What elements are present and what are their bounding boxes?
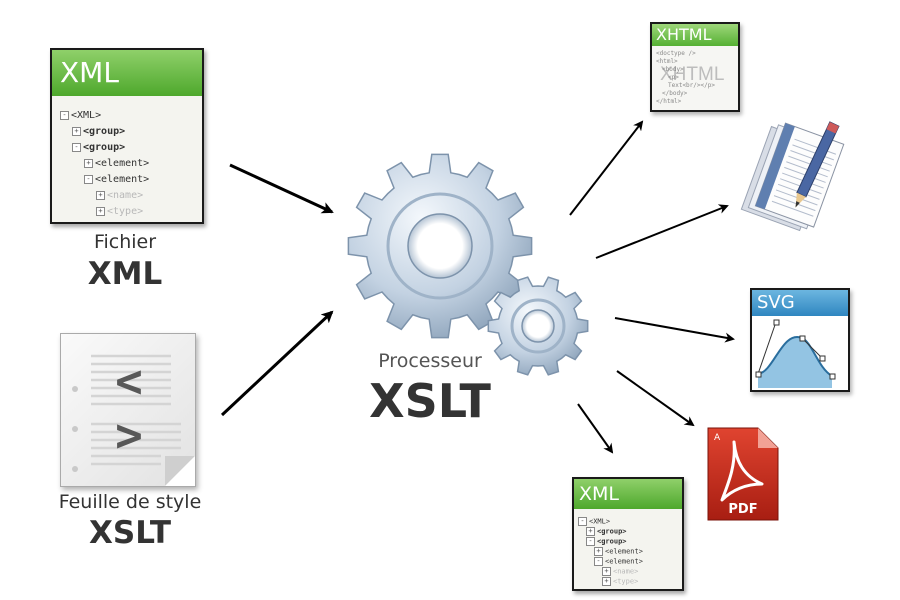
expander-icon: - (84, 174, 93, 184)
code-line: <p> (668, 74, 679, 81)
svg-curve-graphic (755, 319, 836, 388)
tree-node-label: <XML> (71, 110, 102, 121)
arrow-to-xml-output (577, 403, 614, 454)
tree-node-label: <element> (95, 174, 150, 185)
tree-node-label: <type> (613, 577, 639, 586)
tree-node: -<element> (84, 174, 149, 185)
svg-text:A: A (714, 433, 721, 443)
arrow-to-text-document (595, 204, 729, 259)
code-line: <body> (662, 66, 684, 73)
tree-node: +<type> (602, 577, 638, 586)
tree-node: -<group> (586, 537, 627, 546)
code-line: </body> (662, 90, 688, 97)
tree-node-label: <type> (107, 206, 144, 217)
tree-node: +<group> (72, 126, 125, 137)
expander-icon: + (586, 527, 595, 536)
expander-icon: + (594, 547, 603, 556)
tree-node: -<element> (594, 557, 643, 566)
code-line: <doctype /> (656, 50, 696, 57)
xml-file-icon-title: XML (52, 50, 202, 96)
tree-node-label: <element> (605, 557, 643, 566)
svg-icon-title: SVG (752, 290, 848, 316)
xml-output-icon-title: XML (574, 479, 682, 509)
gear-ring (386, 192, 494, 300)
xhtml-watermark: XHTML (660, 64, 725, 85)
xml-file-caption-big: XML (87, 256, 163, 292)
arrow-to-svg (614, 317, 735, 343)
xml-file-icon: XML -<XML>+<group>-<group>+<element>-<el… (50, 48, 204, 224)
tree-node: +<element> (84, 158, 149, 169)
arrow-xml-to-processor (229, 163, 334, 214)
arrow-xslt-to-processor (220, 310, 334, 417)
tree-node: -<XML> (578, 517, 610, 526)
tree-node-label: <element> (605, 547, 643, 556)
expander-icon: + (96, 206, 105, 216)
tree-node-label: <element> (95, 158, 150, 169)
arrow-to-xhtml (569, 120, 644, 216)
gear-hole (407, 213, 473, 279)
xml-output-icon: XML -<XML>+<group>-<group>+<element>-<el… (572, 477, 684, 591)
code-line: </html> (656, 98, 682, 105)
expander-icon: + (96, 190, 105, 200)
tree-node-label: <group> (597, 527, 627, 536)
expander-icon: - (578, 517, 587, 526)
tree-node: +<type> (96, 206, 143, 217)
expander-icon: - (72, 142, 81, 152)
pdf-icon-label: PDF (728, 502, 758, 517)
tree-node-label: <group> (83, 126, 126, 137)
xslt-sheet-caption-big: XSLT (89, 515, 171, 551)
expander-icon: + (602, 577, 611, 586)
arrow-to-pdf (616, 370, 695, 427)
processor-caption-big: XSLT (369, 374, 491, 428)
xslt-sheet-caption-small: Feuille de style (58, 491, 202, 513)
expander-icon: + (72, 126, 81, 136)
code-brackets-icon: < > (115, 354, 147, 462)
expander-icon: - (60, 110, 69, 120)
tree-node-label: <name> (107, 190, 144, 201)
expander-icon: - (586, 537, 595, 546)
stylesheet-page-icon (72, 354, 195, 486)
code-line: Text<br/></p> (668, 82, 715, 89)
tree-node-label: <group> (83, 142, 126, 153)
code-line: <html> (656, 58, 678, 65)
tree-node: +<element> (594, 547, 643, 556)
expander-icon: + (84, 158, 93, 168)
tree-node: +<group> (586, 527, 627, 536)
gear-ring (510, 298, 566, 354)
tree-node-label: <XML> (589, 517, 611, 526)
gears-icon (347, 153, 589, 376)
notepad-with-pencil-icon (740, 121, 845, 232)
xhtml-output-icon: XHTML XHTML <doctype /><html><body><p>Te… (650, 22, 740, 112)
processor-caption-small: Processeur (378, 350, 482, 372)
pdf-document-shape: A (707, 427, 779, 521)
xslt-stylesheet-icon: < > (60, 333, 196, 487)
tree-node: -<XML> (60, 110, 101, 121)
tree-node-label: <name> (613, 567, 639, 576)
tree-node: -<group> (72, 142, 125, 153)
expander-icon: - (594, 557, 603, 566)
tree-node: +<name> (96, 190, 143, 201)
gear-hole (521, 309, 555, 343)
tree-node: +<name> (602, 567, 638, 576)
xhtml-icon-title: XHTML (652, 24, 738, 46)
tree-node-label: <group> (597, 537, 627, 546)
pdf-output-icon: A PDF (706, 426, 780, 522)
expander-icon: + (602, 567, 611, 576)
svg-output-icon: SVG (750, 288, 850, 392)
xml-file-caption-small: Fichier (93, 231, 157, 253)
